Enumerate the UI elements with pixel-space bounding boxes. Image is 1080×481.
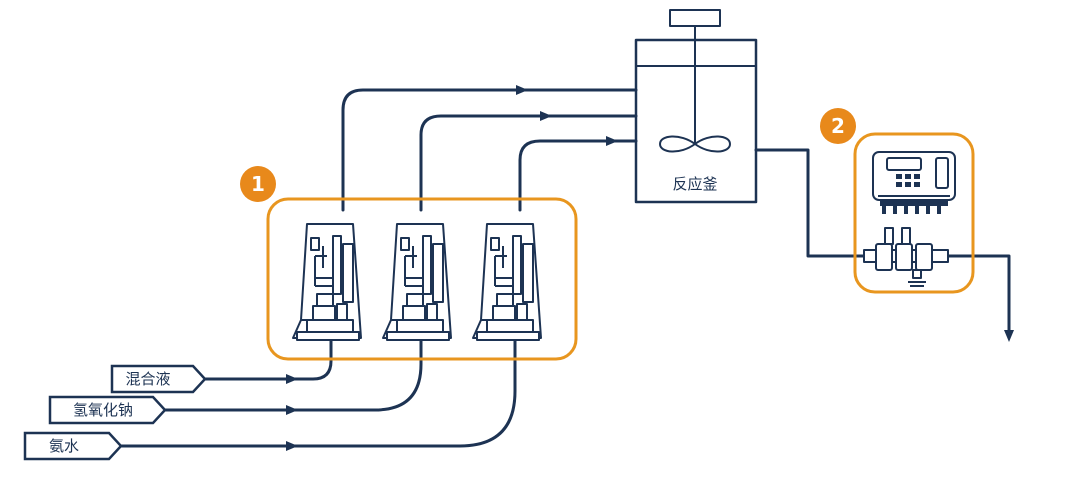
svg-text:1: 1 <box>251 172 265 196</box>
reactor: 反应釜 <box>634 9 758 204</box>
svg-text:氨水: 氨水 <box>49 437 79 455</box>
arrow-icon <box>286 374 298 384</box>
input-tag-1: 混合液 <box>110 364 207 394</box>
arrow-icon <box>1004 330 1014 342</box>
pump-group-frame <box>266 197 578 361</box>
input-tag-3: 氨水 <box>23 431 123 461</box>
dosing-pump-icon <box>382 223 452 341</box>
badge-2: 2 <box>820 108 856 144</box>
agitator-icon <box>659 26 731 153</box>
arrow-icon <box>606 136 618 146</box>
arrow-icon <box>286 405 298 415</box>
input-lines <box>119 338 517 451</box>
sensor-manifold-icon <box>863 227 949 287</box>
arrow-icon <box>516 85 528 95</box>
input-tag-2: 氢氧化钠 <box>48 395 167 425</box>
svg-text:氢氧化钠: 氢氧化钠 <box>73 401 133 419</box>
dosing-pump-icon <box>472 223 542 341</box>
arrow-icon <box>286 441 298 451</box>
reactor-label: 反应釜 <box>672 175 717 193</box>
analyzer-frame <box>853 132 975 294</box>
dosing-pump-icon <box>292 223 362 341</box>
controller-icon <box>872 151 956 214</box>
outlet-line <box>754 148 1014 342</box>
arrow-icon <box>540 111 552 121</box>
svg-text:2: 2 <box>831 114 845 138</box>
feed-lines <box>341 85 638 212</box>
svg-text:混合液: 混合液 <box>125 370 170 388</box>
badge-1: 1 <box>240 166 276 202</box>
